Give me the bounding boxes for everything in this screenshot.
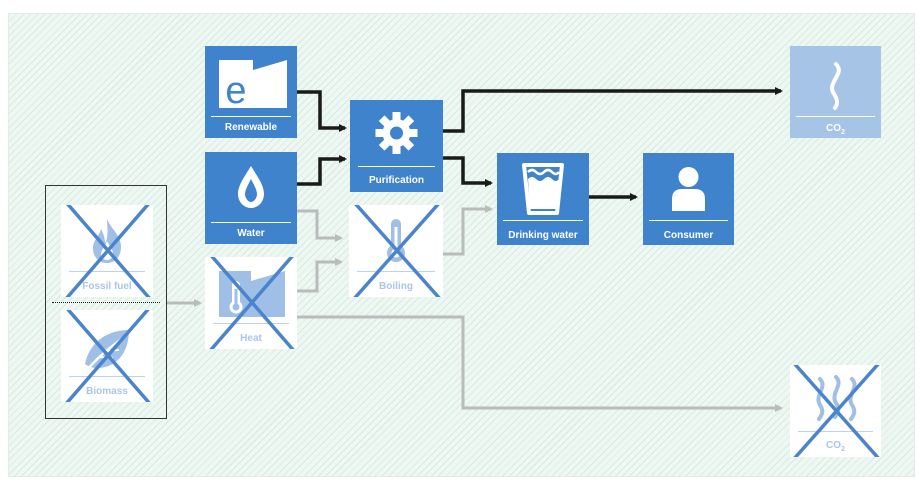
node-label-boiling: Boiling <box>379 281 413 292</box>
node-label-heat: Heat <box>240 333 262 344</box>
node-label-co2-top: CO2 <box>826 123 845 136</box>
connector-water-to-purification <box>297 155 347 186</box>
cross-out-icon <box>353 205 441 297</box>
svg-text:e: e <box>225 70 246 112</box>
node-boiling: Boiling <box>349 205 443 297</box>
fuel-sources-group <box>45 185 167 419</box>
node-label-co2-bottom: CO2 <box>826 440 845 453</box>
connector-heat-to-co2-bottom <box>297 315 783 412</box>
node-label-renewable: Renewable <box>224 122 278 133</box>
node-label-water: Water <box>237 228 265 239</box>
node-drinking-water: Drinking water <box>497 153 589 245</box>
node-water: Water <box>205 152 297 244</box>
renewable-energy-factory-icon: e <box>219 60 287 112</box>
connector-purification-to-drinking-water <box>443 156 493 187</box>
node-renewable: e Renewable <box>205 46 297 138</box>
cross-out-icon <box>65 205 151 297</box>
cross-out-icon <box>793 365 880 457</box>
node-purification: Purification <box>350 100 443 192</box>
node-fossil-fuel: Fossil fuel <box>61 205 153 297</box>
node-co2-top: CO2 <box>790 46 881 138</box>
node-consumer: Consumer <box>643 153 734 245</box>
node-label-biomass: Biomass <box>86 386 128 397</box>
water-drop-icon <box>238 166 264 208</box>
cross-out-icon <box>65 310 151 402</box>
cross-out-icon <box>209 257 295 349</box>
connector-water-to-boiling <box>297 209 343 242</box>
person-icon <box>672 167 705 211</box>
node-label-consumer: Consumer <box>663 230 714 241</box>
node-co2-bottom: CO2 <box>790 365 881 457</box>
connector-renewable-to-purification <box>297 90 347 132</box>
smoke-wisp-icon <box>830 62 841 110</box>
connector-purification-to-co2-top <box>443 87 783 133</box>
connector-boiling-to-drinking-water <box>443 205 493 256</box>
node-biomass: Biomass <box>61 310 153 402</box>
node-label-fossil-fuel: Fossil fuel <box>82 281 132 292</box>
connector-heat-to-boiling <box>297 258 343 293</box>
node-label-purification: Purification <box>368 175 424 186</box>
fuel-group-divider <box>52 302 160 303</box>
node-label-drinking-water: Drinking water <box>508 230 578 241</box>
node-heat: Heat <box>205 257 297 349</box>
gear-icon <box>375 112 418 154</box>
water-glass-icon <box>522 163 564 215</box>
